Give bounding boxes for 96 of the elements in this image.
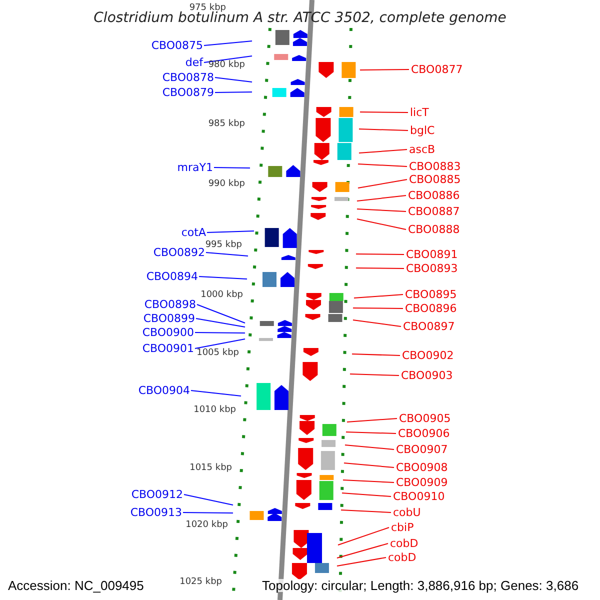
- scale-label: 990 kbp: [208, 180, 245, 189]
- gene-label: CBO0904: [138, 385, 190, 396]
- scale-label: 1025 kbp: [180, 578, 222, 587]
- gene-label: CBO0906: [398, 428, 450, 439]
- gene-label: CBO0899: [143, 313, 195, 324]
- gene-label: CBO0910: [393, 491, 445, 502]
- gene-label: licT: [410, 107, 429, 118]
- leader-line: [356, 195, 406, 202]
- leader-line: [206, 230, 254, 233]
- scale-label: 985 kbp: [208, 120, 245, 129]
- leader-line: [194, 332, 246, 334]
- leader-line: [342, 480, 394, 483]
- leader-line: [196, 304, 246, 324]
- leader-line: [360, 69, 410, 70]
- leader-line: [204, 56, 252, 63]
- leader-line: [336, 557, 386, 566]
- gene-label: CBO0908: [396, 462, 448, 473]
- gene-label: CBO0877: [411, 64, 463, 75]
- gene-label: CBO0894: [146, 271, 198, 282]
- leader-line: [344, 444, 394, 450]
- leader-line: [340, 510, 392, 513]
- gene-label: bglC: [410, 125, 435, 136]
- leader-line: [182, 512, 234, 514]
- leader-line: [358, 128, 408, 131]
- leader-line: [214, 167, 250, 168]
- gene-label: CBO0883: [409, 161, 461, 172]
- leader-line: [184, 494, 234, 506]
- gene-label: CBO0903: [401, 370, 453, 381]
- gene-label: CBO0909: [396, 477, 448, 488]
- scale-label: 1005 kbp: [196, 349, 239, 358]
- accession-text: Accession: NC_009495: [8, 579, 144, 592]
- scale-label: 1020 kbp: [186, 521, 228, 530]
- scale-label: 1010 kbp: [194, 406, 236, 415]
- leader-line: [360, 112, 408, 113]
- map-title: Clostridium botulinum A str. ATCC 3502, complete genome: [92, 11, 508, 25]
- gene-label: CBO0875: [151, 40, 203, 51]
- leader-line: [356, 208, 406, 212]
- gene-label: CBO0896: [405, 303, 457, 314]
- leader-line: [350, 374, 400, 376]
- gene-label: cobD: [390, 538, 418, 549]
- gene-label: def: [185, 57, 203, 68]
- scale-label: 1000 kbp: [200, 291, 243, 300]
- leader-line: [356, 254, 404, 255]
- gene-label: CBO0902: [402, 350, 454, 361]
- leader-line: [356, 268, 404, 269]
- leader-line: [356, 218, 406, 230]
- leader-line: [214, 92, 252, 93]
- gene-label: CBO0905: [399, 413, 451, 424]
- gene-label: CBO0897: [403, 321, 455, 332]
- scale-label: 975 kbp: [189, 4, 226, 13]
- leader-line: [194, 338, 246, 349]
- leader-line: [336, 543, 388, 558]
- leader-line: [204, 40, 252, 46]
- leader-line: [190, 390, 242, 396]
- leader-line: [358, 149, 408, 154]
- gene-label: CBO0887: [408, 206, 460, 217]
- gene-label: CBO0891: [406, 249, 458, 260]
- leader-line: [338, 527, 390, 546]
- gene-label: CBO0886: [408, 190, 460, 201]
- gene-label: CBO0879: [162, 87, 214, 98]
- leader-line: [346, 432, 396, 434]
- gene-label: cobD: [388, 552, 416, 563]
- scale-label: 995 kbp: [205, 241, 242, 250]
- gene-label: cotA: [181, 227, 206, 238]
- leader-line: [206, 252, 248, 256]
- leader-line: [352, 320, 402, 327]
- leader-line: [342, 492, 392, 497]
- leader-line: [354, 294, 404, 298]
- leader-line: [214, 77, 252, 82]
- gene-label: CBO0907: [396, 444, 448, 455]
- gene-label: ascB: [409, 144, 436, 155]
- gene-label: CBO0901: [142, 343, 194, 354]
- gene-label: cbiP: [391, 522, 414, 533]
- gene-label: CBO0892: [153, 247, 205, 258]
- gene-label: mraY1: [177, 162, 213, 173]
- leader-line: [344, 462, 394, 468]
- genome-info-text: Topology: circular; Length: 3,886,916 bp; Genes: 3,686: [262, 579, 579, 592]
- gene-label: CBO0885: [409, 174, 461, 185]
- gene-label: CBO0912: [131, 489, 183, 500]
- leader-line: [198, 276, 248, 280]
- gene-label: CBO0888: [408, 224, 460, 235]
- gene-label: CBO0913: [130, 507, 182, 518]
- gene-label: CBO0900: [142, 327, 194, 338]
- scale-label: 1015 kbp: [190, 464, 232, 473]
- gene-label: CBO0893: [406, 263, 458, 274]
- leader-line: [196, 318, 246, 328]
- gene-label: CBO0898: [144, 299, 196, 310]
- leader-line: [352, 354, 400, 356]
- leader-line: [358, 164, 408, 167]
- gene-label: CBO0878: [162, 72, 214, 83]
- scale-label: 980 kbp: [208, 61, 245, 70]
- leader-line: [352, 308, 404, 309]
- gene-label: cobU: [393, 507, 421, 518]
- leader-line: [358, 179, 408, 188]
- gene-label: CBO0895: [405, 289, 457, 300]
- leader-line: [346, 418, 398, 422]
